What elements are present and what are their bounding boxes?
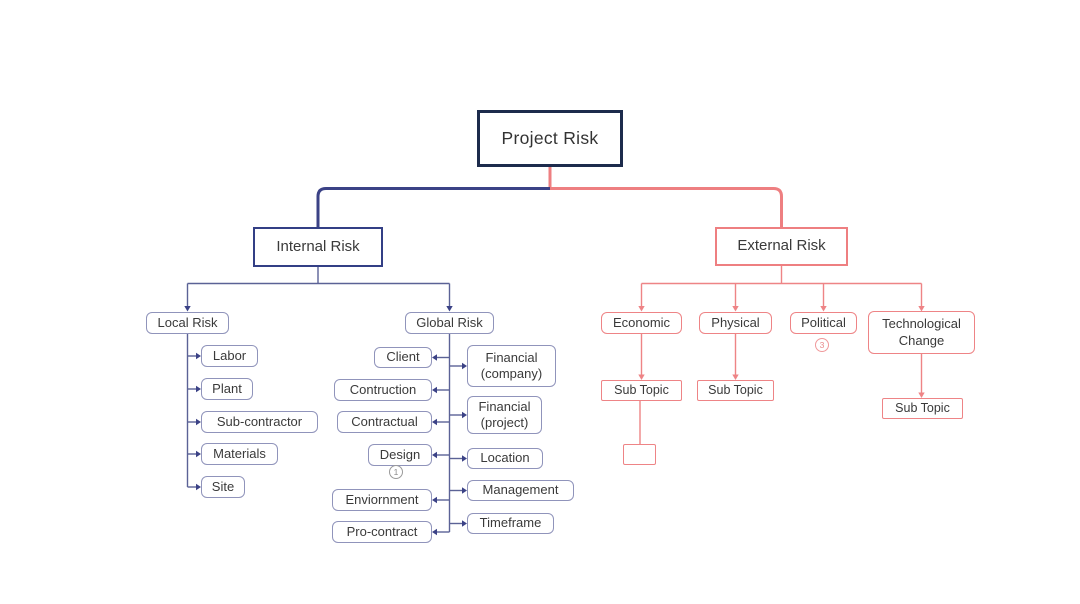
node-client[interactable]: Client: [374, 347, 432, 368]
node-enviornment[interactable]: Enviornment: [332, 489, 432, 511]
node-labor[interactable]: Labor: [201, 345, 258, 367]
node-external-risk[interactable]: External Risk: [715, 227, 848, 266]
node-subtopic-technological[interactable]: Sub Topic: [882, 398, 963, 419]
node-pro-contract[interactable]: Pro-contract: [332, 521, 432, 543]
node-materials[interactable]: Materials: [201, 443, 278, 465]
node-technological-change[interactable]: Technological Change: [868, 311, 975, 354]
node-internal-risk[interactable]: Internal Risk: [253, 227, 383, 267]
connector-external-level2: [639, 266, 923, 444]
node-global-risk[interactable]: Global Risk: [405, 312, 494, 334]
arrowheads-external: [638, 306, 925, 398]
node-management[interactable]: Management: [467, 480, 574, 501]
node-subtopic-economic[interactable]: Sub Topic: [601, 380, 682, 401]
design-count-badge[interactable]: 1: [389, 465, 403, 479]
node-subtopic-physical[interactable]: Sub Topic: [697, 380, 774, 401]
node-empty-subtopic[interactable]: [623, 444, 656, 465]
node-sub-contractor[interactable]: Sub-contractor: [201, 411, 318, 433]
node-political[interactable]: Political: [790, 312, 857, 334]
node-site[interactable]: Site: [201, 476, 245, 498]
node-local-risk[interactable]: Local Risk: [146, 312, 229, 334]
node-economic[interactable]: Economic: [601, 312, 682, 334]
node-timeframe[interactable]: Timeframe: [467, 513, 554, 534]
node-project-risk[interactable]: Project Risk: [477, 110, 623, 167]
connector-external-branch: [550, 187, 783, 227]
node-location[interactable]: Location: [467, 448, 543, 469]
node-design[interactable]: Design: [368, 444, 432, 466]
connector-internal-branch: [316, 187, 550, 227]
connector-internal-level2: [186, 267, 463, 533]
node-financial-project[interactable]: Financial (project): [467, 396, 542, 434]
node-contruction[interactable]: Contruction: [334, 379, 432, 401]
node-plant[interactable]: Plant: [201, 378, 253, 400]
node-financial-company[interactable]: Financial (company): [467, 345, 556, 387]
node-contractual[interactable]: Contractual: [337, 411, 432, 433]
political-count-badge[interactable]: 3: [815, 338, 829, 352]
node-physical[interactable]: Physical: [699, 312, 772, 334]
arrowheads-internal: [184, 306, 467, 536]
